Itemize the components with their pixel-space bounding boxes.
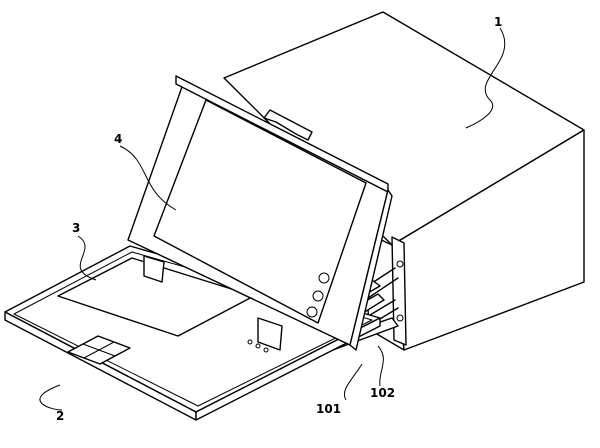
- flange-screw-top: [396, 260, 404, 268]
- indicator-led-3: [263, 347, 269, 353]
- monitor-button-3: [306, 306, 318, 318]
- monitor-latch-handle: [263, 109, 313, 141]
- leader-line-102: [377, 345, 384, 387]
- keyboard-tray: [4, 245, 381, 421]
- leader-lines: [39, 27, 506, 411]
- label-2: 2: [56, 409, 64, 423]
- reference-numerals: 1 2 3 4 101 102: [56, 15, 502, 423]
- monitor-screen: [153, 99, 367, 324]
- housing-mounting-flange: [391, 236, 407, 346]
- trackpad-button-divider: [83, 341, 115, 359]
- label-1: 1: [494, 15, 502, 29]
- leader-line-3: [77, 235, 97, 281]
- monitor-side-edge: [349, 189, 393, 351]
- leader-line-2: [39, 384, 63, 411]
- hinge-left: [143, 255, 165, 283]
- monitor-button-1: [318, 272, 330, 284]
- label-4: 4: [114, 132, 122, 146]
- flange-screw-bottom: [396, 314, 404, 322]
- monitor-button-2: [312, 290, 324, 302]
- hinge-right: [257, 317, 283, 351]
- label-102: 102: [370, 386, 395, 400]
- leader-line-101: [344, 363, 363, 401]
- tray-inner-rim: [13, 251, 373, 407]
- indicator-led-1: [247, 339, 253, 345]
- leader-line-4: [119, 145, 177, 211]
- leader-line-1: [465, 27, 506, 129]
- label-3: 3: [72, 221, 80, 235]
- indicator-led-2: [255, 343, 261, 349]
- label-101: 101: [316, 402, 341, 416]
- lcd-monitor: [127, 75, 393, 351]
- tray-right-edge: [195, 317, 381, 421]
